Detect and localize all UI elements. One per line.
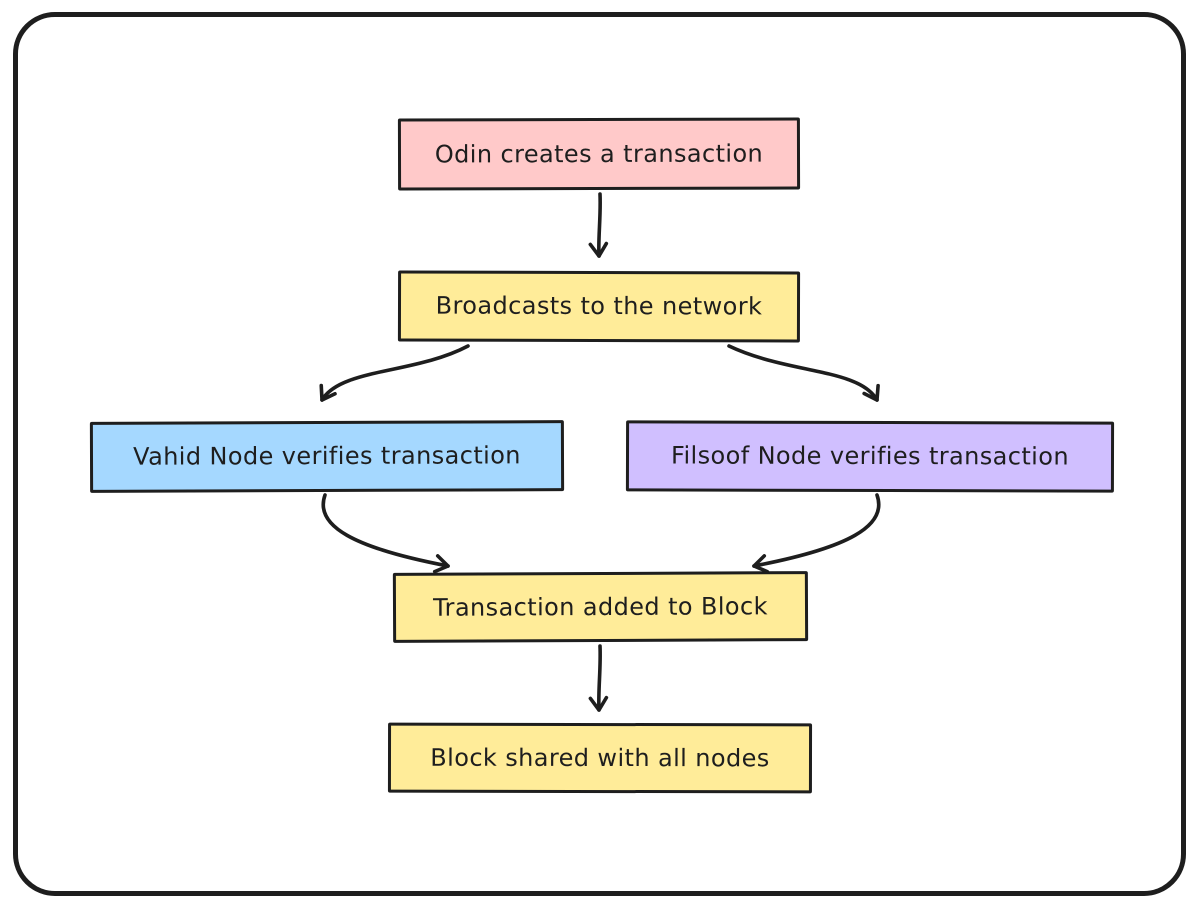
- node-label: Broadcasts to the network: [435, 291, 763, 321]
- node-filsoof-verifies: Filsoof Node verifies transaction: [625, 420, 1115, 493]
- node-transaction-added-to-block: Transaction added to Block: [392, 571, 809, 643]
- node-vahid-verifies: Vahid Node verifies transaction: [89, 420, 565, 493]
- node-label: Odin creates a transaction: [434, 139, 764, 169]
- node-block-shared-with-nodes: Block shared with all nodes: [387, 722, 813, 794]
- node-odin-creates-transaction: Odin creates a transaction: [397, 117, 801, 191]
- node-label: Block shared with all nodes: [430, 743, 770, 773]
- node-label: Filsoof Node verifies transaction: [671, 441, 1069, 471]
- outer-border-frame: [13, 12, 1186, 896]
- node-broadcasts-to-network: Broadcasts to the network: [397, 270, 801, 343]
- node-label: Vahid Node verifies transaction: [133, 441, 521, 471]
- node-label: Transaction added to Block: [433, 592, 768, 622]
